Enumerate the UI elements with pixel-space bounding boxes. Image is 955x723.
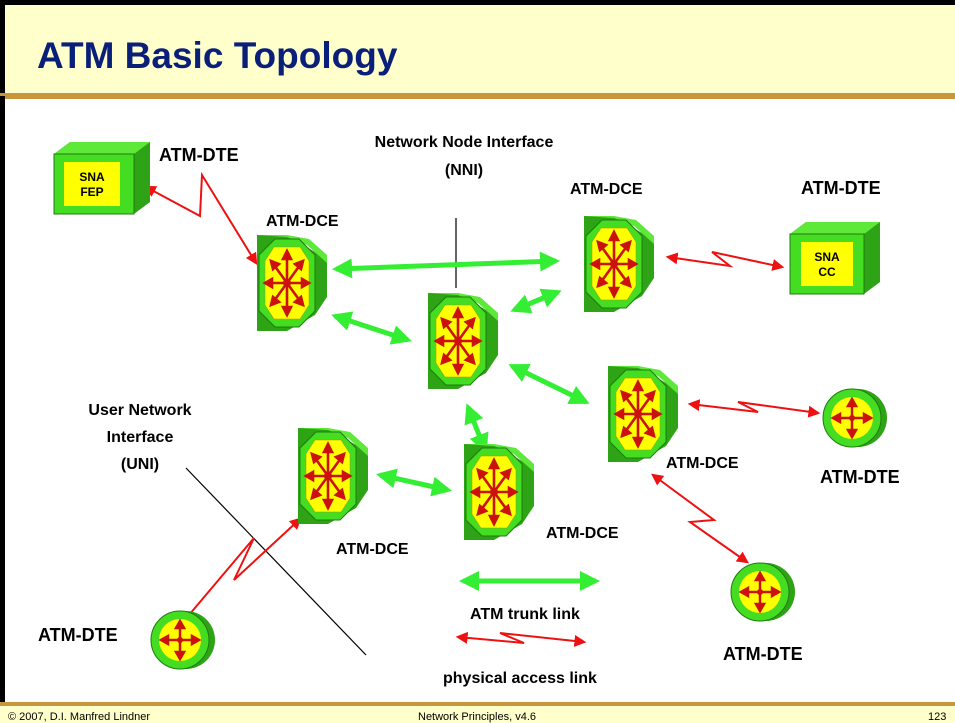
uni-label-line3: (UNI): [121, 456, 159, 473]
uni-label-line2: Interface: [107, 429, 174, 446]
atm-switch-icon: [606, 364, 680, 464]
slide-title: ATM Basic Topology: [37, 35, 398, 76]
sna-cc-label-2: CC: [818, 265, 836, 279]
topology-diagram: SNA FEP SNA CC ATM-DTE Network Node Inte…: [38, 134, 900, 687]
access-link: [687, 399, 821, 418]
footer-copyright: © 2007, D.I. Manfred Lindner: [8, 711, 151, 723]
dte-bottom-right-label: ATM-DTE: [723, 644, 803, 664]
trunk-link: [332, 251, 560, 279]
footer-course: Network Principles, v4.6: [418, 711, 536, 723]
access-link: [143, 171, 258, 266]
atm-switch-icon: [255, 233, 329, 333]
router-icon: [729, 561, 797, 623]
dte-top-right-label: ATM-DTE: [801, 178, 881, 198]
dte-right-label: ATM-DTE: [820, 467, 900, 487]
access-links: [143, 171, 821, 647]
legend-access-label: physical access link: [443, 670, 597, 687]
trunk-link: [508, 363, 590, 405]
trunk-link: [464, 403, 489, 454]
footer-page-number: 123: [928, 711, 947, 723]
sna-fep-label-1: SNA: [79, 170, 105, 184]
uni-label-line1: User Network: [88, 402, 191, 419]
dce-bottom-left-label: ATM-DCE: [336, 541, 409, 558]
footer: © 2007, D.I. Manfred Lindner Network Pri…: [0, 702, 955, 723]
dte-bottom-left-label: ATM-DTE: [38, 625, 118, 645]
dce-top-right-label: ATM-DCE: [570, 181, 643, 198]
router-icon: [149, 609, 217, 671]
access-link: [665, 251, 785, 271]
nni-label-line1: Network Node Interface: [375, 134, 554, 151]
legend-access-sample: [455, 631, 587, 647]
legend-trunk-label: ATM trunk link: [470, 606, 580, 623]
trunk-links: [331, 251, 600, 591]
title-rule: [0, 93, 955, 99]
atm-switch-icon: [582, 214, 656, 314]
dce-bottom-middle-label: ATM-DCE: [546, 525, 619, 542]
sna-fep-device: SNA FEP: [53, 142, 150, 215]
access-link: [651, 473, 749, 564]
dte-top-left-label: ATM-DTE: [159, 145, 239, 165]
atm-switch-icon: [426, 291, 500, 391]
access-link: [176, 517, 302, 630]
dce-right-label: ATM-DCE: [666, 455, 739, 472]
left-border: [0, 96, 5, 702]
router-icon: [821, 387, 889, 449]
trunk-link: [376, 468, 452, 497]
trunk-link: [510, 288, 562, 314]
sna-cc-device: SNA CC: [789, 222, 880, 295]
nni-label-line2: (NNI): [445, 162, 483, 179]
atm-switch-icon: [296, 426, 370, 526]
trunk-link: [331, 311, 412, 345]
sna-fep-label-2: FEP: [80, 185, 103, 199]
dce-top-left-label: ATM-DCE: [266, 213, 339, 230]
atm-switch-icon: [462, 442, 536, 542]
title-bar: ATM Basic Topology: [0, 0, 955, 96]
sna-cc-label-1: SNA: [814, 250, 840, 264]
